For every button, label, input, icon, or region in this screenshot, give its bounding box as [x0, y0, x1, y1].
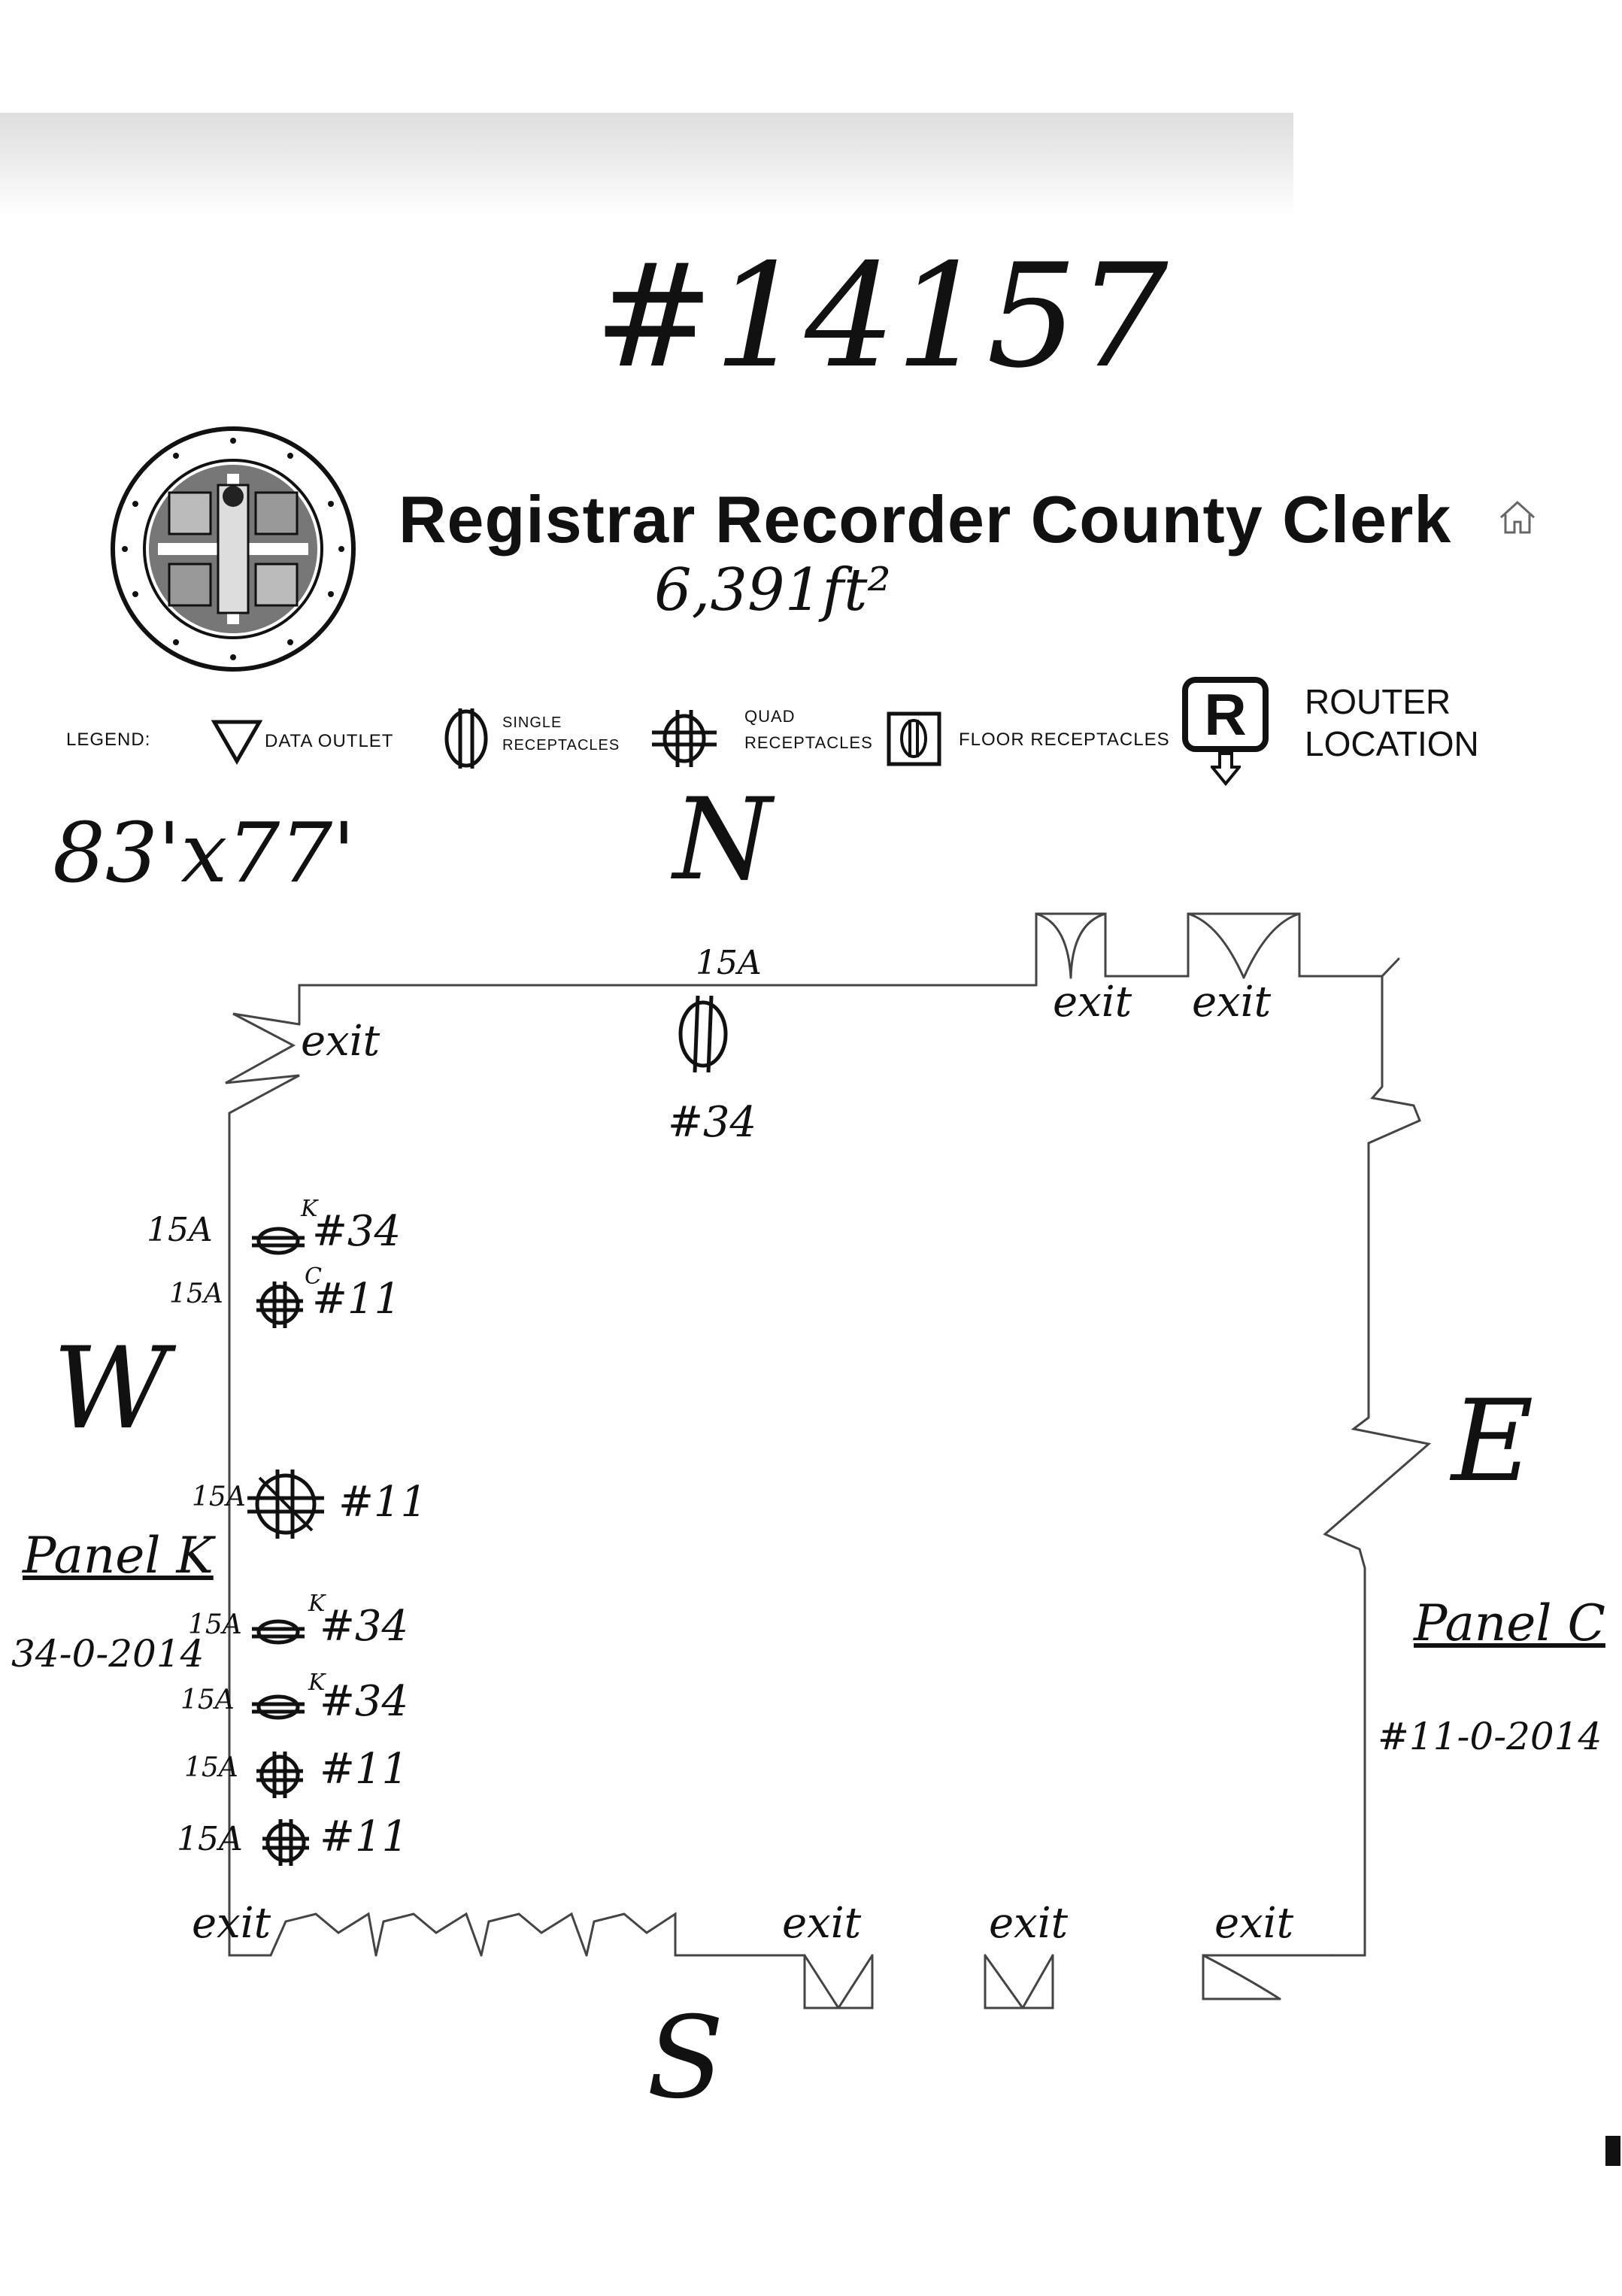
panel-west-name: Panel K [23, 1527, 214, 1585]
quad-receptacle-icon [262, 1819, 309, 1866]
area-annotation: 6,391ft² [654, 557, 891, 624]
outlet-amps: 15A [184, 1752, 238, 1783]
compass-west: W [53, 1324, 169, 1454]
exit-label-south-west: exit [192, 1899, 271, 1948]
router-symbol-letter: R [1204, 681, 1247, 748]
router-location-label: ROUTER LOCATION [1305, 681, 1479, 765]
compass-south: S [647, 1993, 724, 2124]
exit-label-south-1: exit [782, 1899, 862, 1948]
strikethrough-receptacle-icon [252, 1694, 305, 1720]
legend-single-line1: SINGLE [502, 714, 562, 731]
county-seal-icon [111, 426, 356, 672]
legend-quad-line1: QUAD [744, 707, 796, 726]
outlet-amps: 15A [147, 1211, 213, 1249]
outlet-circuit: #34 [320, 1602, 409, 1651]
panel-east-code: #11-0-2014 [1378, 1715, 1602, 1758]
floor-plan-outline [225, 912, 1432, 2009]
outlet-amps: 15A [177, 1820, 243, 1858]
outlet-amps: 15A [180, 1685, 235, 1715]
single-receptacle-symbol-icon [444, 708, 488, 769]
west-outlet-1: 15A K #34 [147, 1196, 432, 1271]
quad-receptacle-symbol-icon [652, 710, 717, 767]
router-arrow-icon [1211, 752, 1241, 786]
outlet-circuit: #11 [338, 1478, 428, 1527]
west-outlet-6: 15A #11 [184, 1741, 470, 1809]
west-outlet-7: 15A #11 [177, 1809, 462, 1876]
outlet-amps: 15A [192, 1482, 246, 1512]
quad-receptacle-icon [256, 1752, 303, 1798]
scan-mark [1605, 2136, 1620, 2166]
west-outlet-4: 15A K #34 [188, 1591, 474, 1666]
quad-receptacle-icon [256, 1281, 303, 1328]
home-icon [1499, 500, 1536, 534]
strikethrough-receptacle-icon [252, 1619, 305, 1645]
outlet-panel: K [308, 1591, 326, 1617]
strikethrough-receptacle-icon [252, 1227, 305, 1255]
west-outlet-2: 15A C #11 [169, 1263, 455, 1339]
north-outlet-amps: 15A [696, 944, 762, 982]
dimensions-annotation: 83'x77' [53, 805, 356, 901]
west-outlet-3: 15A #11 [192, 1466, 478, 1542]
legend-floor: FLOOR RECEPTACLES [959, 729, 1170, 750]
exit-label-north-2: exit [1192, 978, 1272, 1027]
router-label-line2: LOCATION [1305, 724, 1479, 763]
exit-label-south-3: exit [1214, 1899, 1294, 1948]
outlet-panel: K [301, 1196, 318, 1222]
router-symbol-icon: R [1182, 677, 1269, 752]
form-number: #14157 [594, 233, 1169, 399]
outlet-panel: C [305, 1263, 322, 1290]
router-label-line1: ROUTER [1305, 682, 1451, 721]
data-outlet-symbol-icon [211, 720, 263, 766]
legend-single-line2: RECEPTACLES [502, 737, 620, 754]
exit-label-west-top: exit [301, 1017, 380, 1066]
legend-quad-line2: RECEPTACLES [744, 733, 873, 752]
north-single-receptacle-icon [678, 995, 728, 1073]
outlet-circuit: #34 [312, 1207, 402, 1256]
north-outlet-circuit: #34 [668, 1098, 757, 1147]
compass-east: E [1451, 1376, 1534, 1507]
compass-north: N [673, 775, 772, 905]
legend-heading: LEGEND: [66, 729, 151, 750]
panel-east-name: Panel C [1414, 1594, 1605, 1652]
legend: LEGEND: DATA OUTLET SINGLE RECEPTACLES Q… [0, 677, 1622, 797]
outlet-circuit: #11 [312, 1275, 402, 1324]
outlet-circuit: #34 [320, 1677, 409, 1726]
exit-label-north-1: exit [1053, 978, 1132, 1027]
legend-data-outlet: DATA OUTLET [265, 731, 394, 751]
floor-receptacle-symbol-icon [887, 711, 941, 766]
panel-west-code: 34-0-2014 [11, 1632, 205, 1676]
exit-label-south-2: exit [989, 1899, 1069, 1948]
page-title: Registrar Recorder County Clerk [399, 482, 1452, 557]
outlet-circuit: #11 [320, 1745, 409, 1794]
outlet-amps: 15A [188, 1609, 242, 1640]
outlet-panel: K [308, 1670, 326, 1696]
quad-receptacle-icon [247, 1470, 324, 1539]
outlet-circuit: #11 [320, 1812, 409, 1861]
scan-shadow [0, 113, 1293, 218]
outlet-amps: 15A [169, 1278, 223, 1309]
west-outlet-5: 15A K #34 [180, 1670, 466, 1741]
